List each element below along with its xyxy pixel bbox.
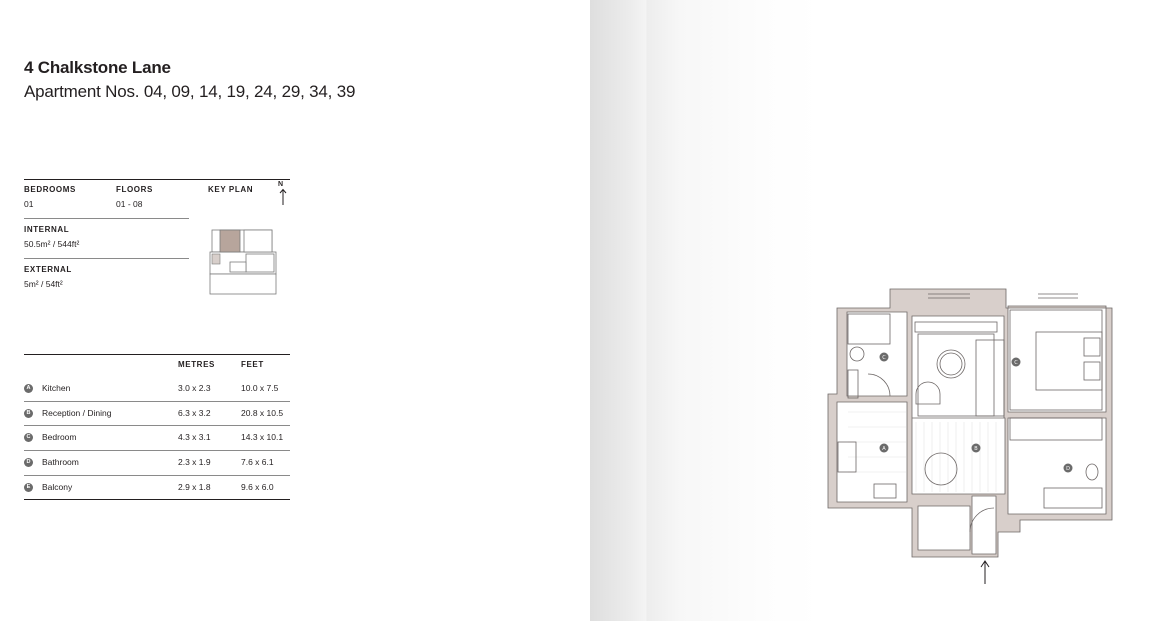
specs-top-rule — [24, 179, 290, 180]
room-metres: 2.9 x 1.8 — [178, 482, 211, 492]
bedrooms-value: 01 — [24, 199, 34, 209]
internal-label: INTERNAL — [24, 225, 70, 234]
plan-label: C — [1014, 360, 1018, 366]
plan-label: B — [974, 446, 978, 452]
page-subtitle: Apartment Nos. 04, 09, 14, 19, 24, 29, 3… — [24, 82, 356, 101]
room-name: Bathroom — [42, 457, 79, 467]
room-key-badge: E — [24, 483, 33, 492]
room-row: C Bedroom 4.3 x 3.1 14.3 x 10.1 — [24, 425, 290, 449]
left-page — [0, 0, 590, 621]
room-key-badge: B — [24, 409, 33, 418]
rooms-top-rule — [24, 354, 290, 355]
room-row: E Balcony 2.9 x 1.8 9.6 x 6.0 — [24, 475, 290, 499]
room-name: Bedroom — [42, 432, 77, 442]
room-name: Kitchen — [42, 383, 71, 393]
book-gutter-shadow — [590, 0, 820, 621]
keyplan-label: KEY PLAN — [208, 185, 254, 194]
page-title: 4 Chalkstone Lane — [24, 58, 171, 77]
bedrooms-label: BEDROOMS — [24, 185, 76, 194]
metres-header: METRES — [178, 360, 215, 369]
internal-value: 50.5m² / 544ft² — [24, 239, 80, 249]
room-name: Reception / Dining — [42, 408, 112, 418]
specs-divider-2 — [24, 258, 189, 259]
floors-value: 01 - 08 — [116, 199, 143, 209]
plan-label: A — [882, 446, 886, 452]
floors-label: FLOORS — [116, 185, 153, 194]
floor-plan-diagram: C C A B D — [827, 288, 1113, 584]
room-feet: 7.6 x 6.1 — [241, 457, 274, 467]
room-metres: 3.0 x 2.3 — [178, 383, 211, 393]
room-name: Balcony — [42, 482, 73, 492]
room-row: A Kitchen 3.0 x 2.3 10.0 x 7.5 — [24, 376, 290, 400]
external-label: EXTERNAL — [24, 265, 72, 274]
room-feet: 10.0 x 7.5 — [241, 383, 279, 393]
room-feet: 9.6 x 6.0 — [241, 482, 274, 492]
plan-label: D — [1066, 466, 1070, 472]
entry-arrow-icon — [980, 560, 990, 584]
room-divider — [24, 401, 290, 402]
north-arrow-icon — [279, 188, 287, 205]
plan-walls — [827, 288, 1113, 558]
key-plan-diagram — [209, 229, 277, 295]
room-row: B Reception / Dining 6.3 x 3.2 20.8 x 10… — [24, 401, 290, 425]
key-plan-highlight — [219, 229, 241, 253]
room-feet: 20.8 x 10.5 — [241, 408, 284, 418]
room-divider — [24, 425, 290, 426]
rooms-bottom-rule — [24, 499, 290, 500]
feet-header: FEET — [241, 360, 264, 369]
plan-label: C — [882, 355, 886, 361]
room-feet: 14.3 x 10.1 — [241, 432, 284, 442]
external-value: 5m² / 54ft² — [24, 279, 63, 289]
room-row: D Bathroom 2.3 x 1.9 7.6 x 6.1 — [24, 450, 290, 474]
room-divider — [24, 475, 290, 476]
room-metres: 2.3 x 1.9 — [178, 457, 211, 467]
specs-divider-1 — [24, 218, 189, 219]
room-metres: 4.3 x 3.1 — [178, 432, 211, 442]
room-key-badge: A — [24, 384, 33, 393]
room-key-badge: D — [24, 458, 33, 467]
north-label: N — [278, 181, 284, 188]
room-divider — [24, 450, 290, 451]
room-key-badge: C — [24, 433, 33, 442]
room-metres: 6.3 x 3.2 — [178, 408, 211, 418]
